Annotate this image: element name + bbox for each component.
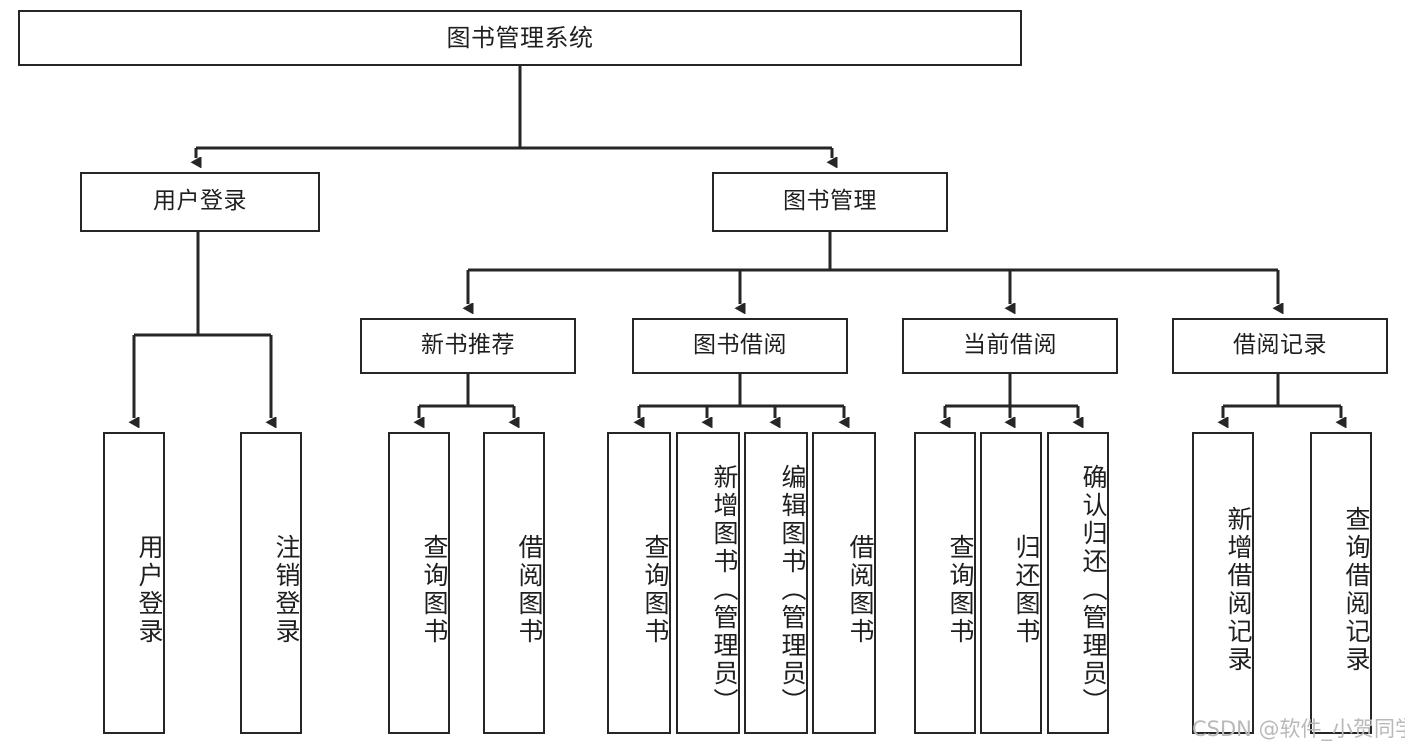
leaf-current-query-book[interactable]: 查询图书 <box>914 432 976 734</box>
node-label: 当前借阅 <box>963 332 1057 359</box>
leaf-user-login[interactable]: 用户登录 <box>103 432 165 734</box>
node-label: 借阅图书 <box>515 534 544 646</box>
node-label: 图书管理系统 <box>446 23 594 52</box>
node-label: 编辑图书（管理员） <box>778 464 807 716</box>
leaf-user-logout[interactable]: 注销登录 <box>240 432 302 734</box>
leaf-borrow-add-book-admin[interactable]: 新增图书（管理员） <box>676 432 740 734</box>
csdn-watermark: CSDN @软件_小贺同学 <box>1192 717 1405 741</box>
node-label: 借阅图书 <box>846 534 875 646</box>
node-label: 图书借阅 <box>693 332 787 359</box>
node-label: 查询图书 <box>641 534 670 646</box>
leaf-borrow-query-book[interactable]: 查询图书 <box>607 432 671 734</box>
node-label: 用户登录 <box>153 188 247 215</box>
node-current-borrowing[interactable]: 当前借阅 <box>902 318 1118 374</box>
leaf-recommend-borrow-book[interactable]: 借阅图书 <box>483 432 545 734</box>
node-label: 新增图书（管理员） <box>710 464 739 716</box>
node-label: 确认归还（管理员） <box>1079 464 1108 716</box>
node-new-book-recommendation[interactable]: 新书推荐 <box>360 318 576 374</box>
node-label: 查询图书 <box>946 534 975 646</box>
node-label: 查询借阅记录 <box>1342 506 1371 674</box>
leaf-borrow-borrow-book[interactable]: 借阅图书 <box>812 432 876 734</box>
node-user-login[interactable]: 用户登录 <box>80 172 320 232</box>
node-label: 新书推荐 <box>421 332 515 359</box>
leaf-borrow-edit-book-admin[interactable]: 编辑图书（管理员） <box>744 432 808 734</box>
node-label: 查询图书 <box>420 534 449 646</box>
leaf-current-return-book[interactable]: 归还图书 <box>980 432 1042 734</box>
leaf-recommend-query-book[interactable]: 查询图书 <box>388 432 450 734</box>
node-label: 借阅记录 <box>1233 332 1327 359</box>
leaf-current-confirm-return-admin[interactable]: 确认归还（管理员） <box>1047 432 1109 734</box>
node-borrowing-records[interactable]: 借阅记录 <box>1172 318 1388 374</box>
node-book-management[interactable]: 图书管理 <box>712 172 948 232</box>
node-label: 新增借阅记录 <box>1224 506 1253 674</box>
node-label: 注销登录 <box>272 534 301 646</box>
node-label: 归还图书 <box>1012 534 1041 646</box>
node-label: 用户登录 <box>135 534 164 646</box>
leaf-record-query-borrow-record[interactable]: 查询借阅记录 <box>1310 432 1372 734</box>
node-label: 图书管理 <box>783 188 877 215</box>
node-root-book-management-system[interactable]: 图书管理系统 <box>18 10 1022 66</box>
leaf-record-add-borrow-record[interactable]: 新增借阅记录 <box>1192 432 1254 734</box>
node-book-borrowing[interactable]: 图书借阅 <box>632 318 848 374</box>
